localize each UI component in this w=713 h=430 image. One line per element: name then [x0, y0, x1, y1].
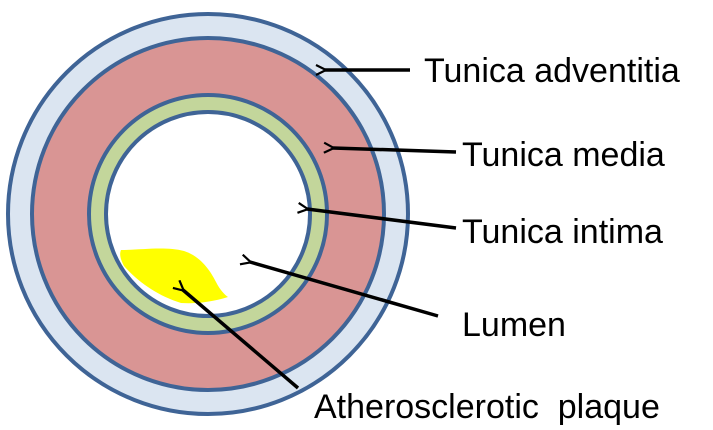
label-tunica-adventitia: Tunica adventitia: [424, 52, 680, 90]
label-atherosclerotic-plaque: Atherosclerotic plaque: [314, 388, 660, 426]
label-tunica-intima: Tunica intima: [462, 213, 663, 251]
label-tunica-media: Tunica media: [462, 136, 665, 174]
label-lumen: Lumen: [462, 306, 566, 344]
